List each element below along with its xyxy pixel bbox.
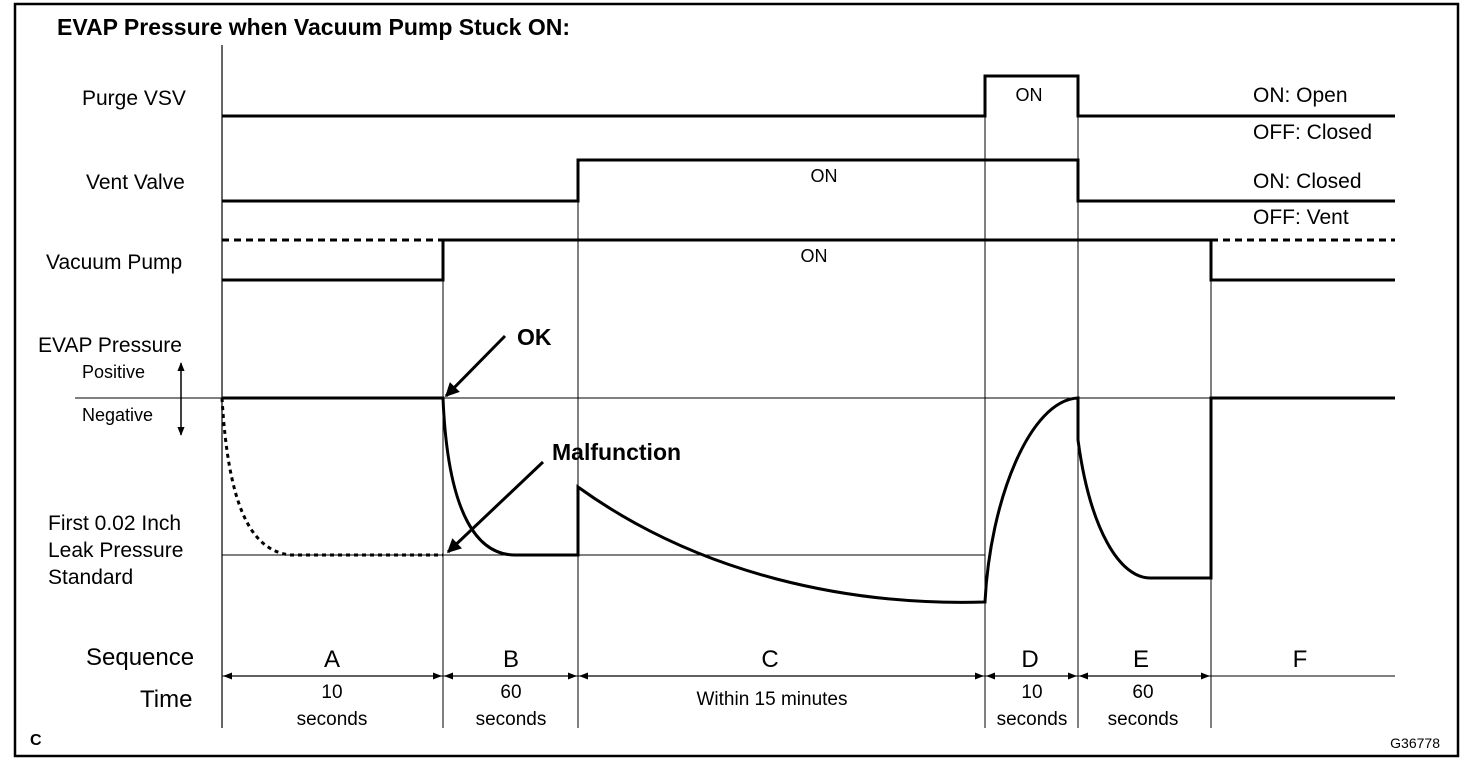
vent-valve-legend-off: OFF: Vent <box>1253 206 1349 229</box>
phase-b-time-2: seconds <box>476 709 547 730</box>
vent-valve-legend-on: ON: Closed <box>1253 170 1362 193</box>
phase-e-time-2: seconds <box>1108 709 1179 730</box>
positive-label: Positive <box>82 362 145 382</box>
vent-valve-label: Vent Valve <box>86 171 185 194</box>
malfunction-label: Malfunction <box>552 439 681 465</box>
evap-pressure-ok-curve <box>222 396 1395 604</box>
phase-a-time-2: seconds <box>297 709 368 730</box>
standard-text-2: Leak Pressure <box>48 539 183 562</box>
standard-text-1: First 0.02 Inch <box>48 512 181 535</box>
phase-c-time: Within 15 minutes <box>696 689 847 710</box>
vent-valve-signal <box>222 158 1395 203</box>
evap-pressure-label: EVAP Pressure <box>38 334 182 357</box>
vacuum-pump-on-text: ON <box>801 246 828 266</box>
evap-pressure-malfunction-curve <box>220 397 443 557</box>
purge-vsv-legend-on: ON: Open <box>1253 84 1348 107</box>
vacuum-pump-label: Vacuum Pump <box>46 251 182 274</box>
diagram-frame <box>13 2 1460 758</box>
time-label: Time <box>140 686 192 713</box>
ok-label: OK <box>517 324 552 350</box>
figure-code: G36778 <box>1390 735 1440 751</box>
ok-arrow <box>444 334 507 398</box>
vacuum-pump-signal <box>222 238 1395 282</box>
purge-vsv-label: Purge VSV <box>82 87 186 110</box>
purge-vsv-legend-off: OFF: Closed <box>1253 121 1372 144</box>
phase-boundaries <box>221 45 1212 728</box>
phase-e-time-1: 60 <box>1132 682 1153 703</box>
phase-d-time-2: seconds <box>997 709 1068 730</box>
standard-text-3: Standard <box>48 566 133 589</box>
phase-e-letter: E <box>1133 646 1149 673</box>
corner-letter: C <box>30 732 42 749</box>
phase-a-letter: A <box>324 646 340 673</box>
phase-d-letter: D <box>1021 646 1038 673</box>
diagram-title: EVAP Pressure when Vacuum Pump Stuck ON: <box>57 14 570 40</box>
phase-d-time-1: 10 <box>1021 682 1042 703</box>
malfunction-arrow <box>446 460 545 554</box>
sequence-label: Sequence <box>86 644 194 671</box>
purge-vsv-signal <box>222 74 1395 118</box>
phase-b-letter: B <box>503 646 519 673</box>
vent-valve-on-text: ON <box>811 166 838 186</box>
phase-b-time-1: 60 <box>500 682 521 703</box>
phase-c-letter: C <box>761 646 778 673</box>
negative-label: Negative <box>82 405 153 425</box>
phase-f-letter: F <box>1293 646 1308 673</box>
phase-a-time-1: 10 <box>321 682 342 703</box>
purge-vsv-on-text: ON <box>1016 85 1043 105</box>
